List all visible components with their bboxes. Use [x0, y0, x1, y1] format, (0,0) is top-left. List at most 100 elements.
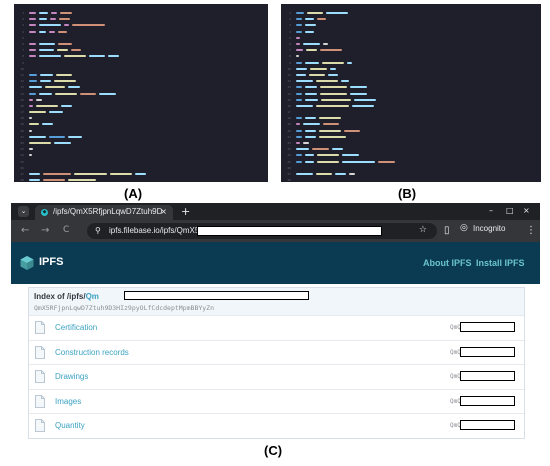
b-code-line: 17: [281, 109, 541, 115]
line-number: 6: [22, 42, 24, 47]
line-number: 20: [20, 128, 24, 133]
b-code-line: 1: [281, 10, 541, 16]
maximize-icon[interactable]: □: [506, 206, 514, 215]
b-code-line: 19: [281, 121, 541, 127]
tab-bar: ⌄ ◆ /ipfs/QmX5RfjpnLqwD7Ztuh9D × + – □ ×: [11, 203, 540, 220]
file-hash-prefix: QmQ: [450, 422, 461, 429]
file-name-link[interactable]: Drawings: [55, 372, 89, 381]
code-token: [296, 43, 301, 46]
file-icon: [35, 345, 45, 359]
file-icon: [35, 321, 45, 334]
address-bar[interactable]: ⚲ ipfs.filebase.io/ipfs/QmX5R ☆: [87, 223, 437, 239]
forward-icon[interactable]: →: [41, 225, 50, 236]
bookmark-star-icon[interactable]: ☆: [418, 225, 427, 235]
code-token: [29, 154, 33, 157]
site-info-icon[interactable]: ⚲: [95, 226, 101, 235]
file-hash-redaction-box: [460, 420, 515, 430]
code-token: [55, 73, 73, 76]
code-token: [29, 117, 33, 120]
code-token: [29, 30, 36, 33]
code-token: [304, 30, 315, 33]
code-token: [54, 92, 77, 95]
code-token: [315, 104, 349, 107]
b-code-line: 10: [281, 66, 541, 72]
a-code-line: 24: [14, 152, 268, 158]
file-row[interactable]: Images QmQ: [29, 388, 524, 413]
tab-title: /ipfs/QmX5RfjpnLqwD7Ztuh9D: [53, 207, 163, 216]
code-token: [317, 154, 340, 157]
side-panel-icon[interactable]: ▯: [444, 225, 450, 236]
code-token: [29, 86, 43, 89]
code-token: [318, 129, 341, 132]
panel-label-c: (C): [264, 443, 283, 458]
file-name-link[interactable]: Images: [55, 396, 82, 406]
install-ipfs-link[interactable]: Install IPFS: [476, 258, 525, 268]
line-number: 14: [20, 91, 24, 96]
file-icon: [35, 419, 45, 432]
b-code-line: 28: [281, 177, 541, 182]
code-token: [296, 73, 306, 76]
a-code-line: 25: [14, 159, 268, 165]
code-token: [29, 148, 34, 151]
close-window-icon[interactable]: ×: [523, 206, 530, 215]
code-token: [304, 98, 318, 101]
code-token: [342, 160, 376, 163]
line-number: 11: [20, 72, 24, 77]
code-token: [38, 55, 61, 58]
minimize-icon[interactable]: –: [489, 206, 493, 215]
new-tab-button[interactable]: +: [181, 205, 191, 218]
file-hash-redaction-box: [460, 322, 515, 332]
a-code-line: 19: [14, 121, 268, 127]
code-token: [304, 154, 315, 157]
line-number: 11: [287, 72, 291, 77]
menu-icon[interactable]: ⋮: [526, 225, 536, 236]
line-number: 16: [287, 103, 291, 108]
reload-icon[interactable]: C: [63, 225, 70, 235]
file-row[interactable]: Quantity QmQ: [29, 413, 524, 437]
file-hash-prefix: QmQ: [450, 397, 461, 405]
a-code-line: 26: [14, 165, 268, 171]
back-icon[interactable]: ←: [21, 225, 30, 236]
b-code-line: 7: [281, 47, 541, 53]
ipfs-brand[interactable]: IPFS: [39, 256, 64, 268]
browser-tab[interactable]: ◆ /ipfs/QmX5RfjpnLqwD7Ztuh9D ×: [35, 205, 173, 220]
code-token: [312, 148, 329, 151]
line-number: 20: [287, 128, 291, 133]
code-token: [38, 49, 54, 52]
title-redaction-box: [124, 291, 309, 300]
b-code-line: 6: [281, 41, 541, 47]
line-number: 16: [20, 103, 24, 108]
line-number: 12: [287, 79, 291, 84]
file-name-link[interactable]: Certification: [55, 323, 98, 332]
b-code-line: 27: [281, 171, 541, 177]
code-token: [53, 80, 76, 83]
line-number: 5: [22, 35, 24, 40]
code-token: [296, 172, 313, 175]
file-name-link[interactable]: Quantity: [55, 421, 85, 430]
code-token: [304, 117, 316, 120]
line-number: 9: [289, 60, 291, 65]
file-name-link[interactable]: Construction records: [55, 347, 129, 357]
code-token: [29, 24, 36, 27]
tab-close-icon[interactable]: ×: [160, 207, 167, 216]
index-header: Index of /ipfs/Qm QmX5RFjpnLqwD7Ztuh9D3H…: [29, 288, 524, 315]
b-code-line: 25: [281, 159, 541, 165]
tab-list-button[interactable]: ⌄: [18, 206, 29, 217]
a-code-line: 13: [14, 84, 268, 90]
code-token: [39, 73, 53, 76]
code-token: [304, 24, 316, 27]
code-token: [304, 129, 316, 132]
about-ipfs-link[interactable]: About IPFS: [423, 258, 472, 268]
code-token: [340, 80, 350, 83]
code-token: [350, 92, 367, 95]
line-number: 25: [20, 159, 24, 164]
code-token: [296, 129, 302, 132]
code-token: [354, 98, 377, 101]
a-code-line: 6: [14, 41, 268, 47]
code-token: [29, 172, 40, 175]
code-token: [318, 135, 346, 138]
